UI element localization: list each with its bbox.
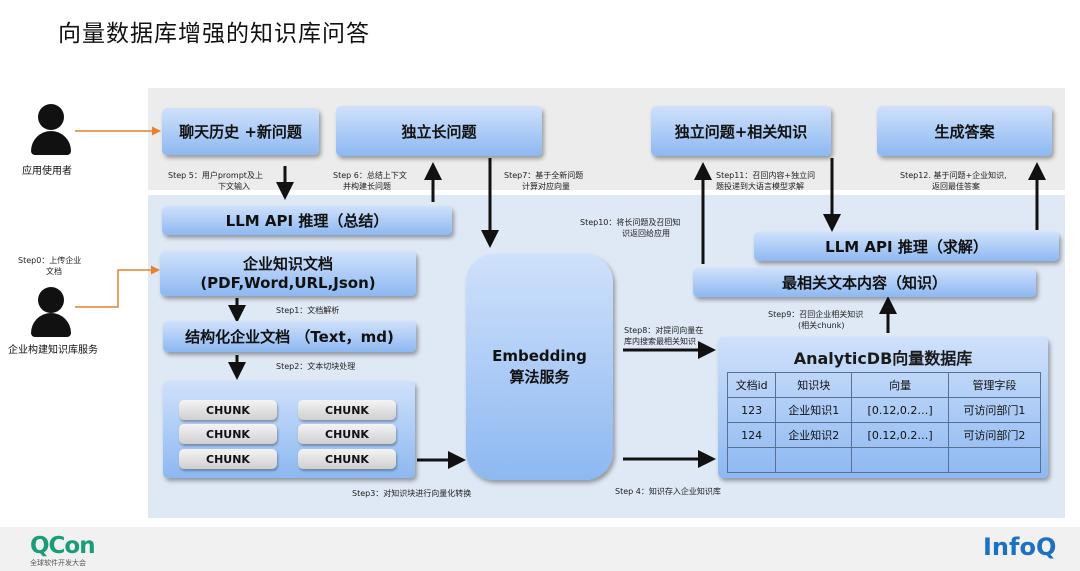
step3-note: Step3：对知识块进行向量化转换 (352, 489, 472, 498)
table-header: 向量 (851, 372, 949, 398)
chunk-item: CHUNK (179, 400, 277, 420)
chunk-item: CHUNK (298, 424, 396, 444)
chat-history-box: 聊天历史 +新问题 (162, 108, 319, 155)
footer-bar (0, 527, 1080, 571)
table-header: 文档id (726, 372, 777, 398)
table-cell: 企业知识2 (775, 422, 853, 448)
step9-note: Step9：召回企业相关知识(相关chunk) (768, 310, 864, 330)
vector-db-table: 文档id 知识块 向量 管理字段 123 企业知识1 [0.12,0.2…] 可… (726, 372, 1042, 473)
llm-summary-box: LLM API 推理（总结） (162, 206, 452, 235)
chunk-item: CHUNK (298, 449, 396, 469)
structured-docs-box: 结构化企业文档 （Text，md) (163, 321, 416, 352)
table-cell: 123 (726, 397, 777, 423)
table-cell: 可访问部门2 (947, 422, 1042, 448)
qcon-logo: QCon (30, 533, 96, 559)
step4-note: Step 4：知识存入企业知识库 (615, 487, 721, 496)
step1-note: Step1：文档解析 (276, 306, 340, 315)
chunk-item: CHUNK (298, 400, 396, 420)
step0-note: Step0：上传企业文档 (18, 256, 82, 276)
qcon-tagline: 全球软件开发大会 (30, 559, 86, 567)
enterprise-docs-title: 企业知识文档 (242, 254, 333, 273)
page-title: 向量数据库增强的知识库问答 (58, 21, 370, 47)
table-cell: 124 (726, 422, 777, 448)
table-cell: 可访问部门1 (947, 397, 1042, 423)
table-cell: [0.12,0.2…] (851, 397, 949, 423)
answer-box: 生成答案 (877, 106, 1052, 156)
table-cell: [0.12,0.2…] (851, 422, 949, 448)
llm-solve-box: LLM API 推理（求解） (754, 232, 1059, 261)
step12-note: Step12. 基于问题+企业知识,返回最佳答案 (900, 171, 1007, 191)
chunk-item: CHUNK (179, 449, 277, 469)
standalone-question-box: 独立长问题 (336, 106, 542, 156)
infoq-logo: InfoQ (983, 533, 1057, 561)
table-header: 知识块 (775, 372, 853, 398)
enterprise-docs-box: 企业知识文档 (PDF,Word,URL,Json) (160, 251, 416, 296)
question-knowledge-box: 独立问题+相关知识 (651, 106, 831, 156)
table-header: 管理字段 (947, 372, 1042, 398)
embedding-service-box: Embedding 算法服务 (466, 254, 613, 480)
step8-note: Step8：对提问向量在库内搜索最相关知识 (624, 326, 704, 346)
table-cell: 企业知识1 (775, 397, 853, 423)
step11-note: Step11：召回内容+独立问题投递到大语言模型求解 (716, 171, 816, 191)
table-header-row: 文档id 知识块 向量 管理字段 (726, 372, 1042, 398)
kb-builder-label: 企业构建知识库服务 (8, 345, 98, 356)
step10-note: Step10：将长问题及召回知识返回给应用 (580, 218, 681, 238)
table-row-empty (726, 447, 1042, 473)
chunk-item: CHUNK (179, 424, 277, 444)
most-relevant-box: 最相关文本内容（知识） (693, 268, 1036, 297)
embedding-label: Embedding (492, 347, 587, 365)
table-row: 123 企业知识1 [0.12,0.2…] 可访问部门1 (726, 397, 1042, 423)
step2-note: Step2：文本切块处理 (276, 362, 356, 371)
app-user-label: 应用使用者 (22, 166, 72, 177)
analyticdb-title: AnalyticDB向量数据库 (793, 349, 973, 368)
embedding-service-label: 算法服务 (509, 368, 570, 386)
step6-note: Step 6：总结上下文并构建长问题 (333, 171, 407, 191)
step7-note: Step7：基于全新问题计算对应向量 (504, 171, 584, 191)
table-row: 124 企业知识2 [0.12,0.2…] 可访问部门2 (726, 422, 1042, 448)
enterprise-docs-formats: (PDF,Word,URL,Json) (200, 273, 376, 292)
step5-note: Step 5：用户prompt及上下文输入 (168, 171, 263, 191)
